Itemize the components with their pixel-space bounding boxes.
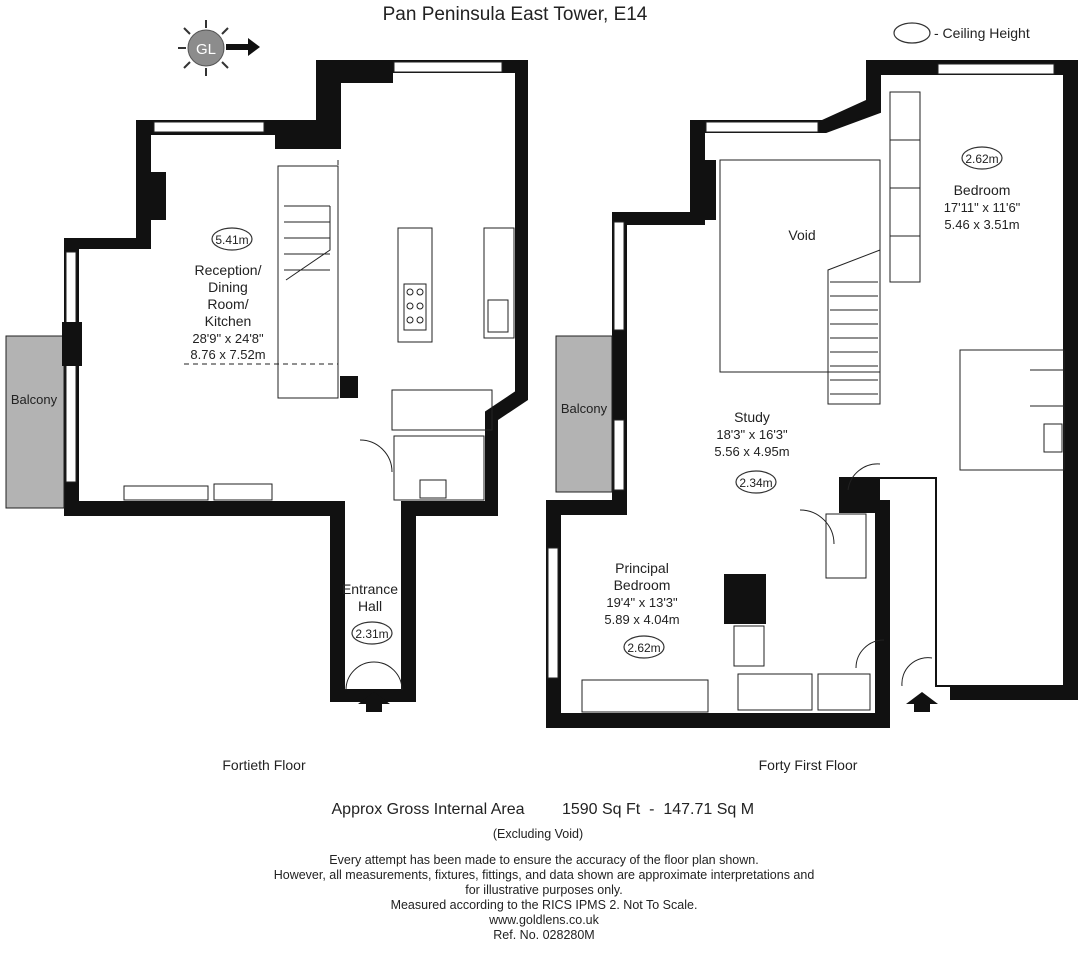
- ceiling-height-badge-entrance: [351, 621, 393, 645]
- ceiling-height-badge-bedroom: [961, 146, 1003, 170]
- reception-ceiling: 5.41m: [215, 233, 248, 247]
- disclaimer-line-3: for illustrative purposes only.: [465, 883, 623, 897]
- logo-text: GL: [196, 41, 216, 58]
- forty-first-floor-label: Forty First Floor: [759, 757, 858, 773]
- balcony-40-area: [5, 335, 65, 509]
- principal-bedroom-label-1: Principal: [615, 560, 669, 576]
- plan-title: Pan Peninsula East Tower, E14: [383, 4, 648, 25]
- bedroom-label: Bedroom: [954, 182, 1011, 198]
- reception-dims-imperial: 28'9" x 24'8": [192, 331, 264, 346]
- area-label: Approx Gross Internal Area: [332, 801, 525, 818]
- area-note: (Excluding Void): [493, 827, 583, 841]
- ceiling-height-legend: - Ceiling Height: [893, 22, 1030, 44]
- reception-label-1: Reception/: [195, 262, 262, 278]
- balcony-41-label: Balcony: [561, 401, 608, 416]
- compass-logo: GL: [178, 20, 260, 76]
- north-arrow-icon: [226, 38, 260, 56]
- disclaimer-line-2: However, all measurements, fixtures, fit…: [273, 868, 815, 882]
- sun-rays-icon: [178, 20, 229, 76]
- principal-bedroom-dims-metric: 5.89 x 4.04m: [604, 612, 679, 627]
- ceiling-height-badge-principal: [623, 635, 665, 659]
- legend-label: - Ceiling Height: [934, 25, 1030, 41]
- area-value: 1590 Sq Ft - 147.71 Sq M: [562, 801, 754, 818]
- entrance-hall-label-2: Hall: [358, 598, 382, 614]
- entrance-hall-label-1: Entrance: [342, 581, 398, 597]
- study-ceiling: 2.34m: [739, 476, 772, 490]
- forty-first-floor-plan: [546, 60, 1078, 728]
- balcony-40-label: Balcony: [11, 392, 58, 407]
- ceiling-height-badge-study: [735, 470, 777, 494]
- reception-label-4: Kitchen: [205, 313, 252, 329]
- reception-dims-metric: 8.76 x 7.52m: [190, 347, 265, 362]
- bedroom-ceiling: 2.62m: [965, 152, 998, 166]
- bedroom-dims-imperial: 17'11" x 11'6": [944, 200, 1021, 215]
- fortieth-floor-plan: [5, 60, 528, 712]
- study-dims-metric: 5.56 x 4.95m: [714, 444, 789, 459]
- study-dims-imperial: 18'3" x 16'3": [716, 427, 788, 442]
- principal-bedroom-label-2: Bedroom: [614, 577, 671, 593]
- bedroom-dims-metric: 5.46 x 3.51m: [944, 217, 1019, 232]
- entrance-arrow-41-icon: [906, 692, 938, 712]
- void-label: Void: [788, 227, 815, 243]
- entrance-arrow-40-icon: [358, 692, 390, 712]
- ceiling-height-badge-reception: [211, 227, 253, 251]
- disclaimer-website: www.goldlens.co.uk: [489, 913, 599, 927]
- disclaimer-reference: Ref. No. 028280M: [493, 928, 595, 942]
- disclaimer-line-1: Every attempt has been made to ensure th…: [329, 853, 759, 867]
- entrance-hall-ceiling: 2.31m: [355, 627, 388, 641]
- disclaimer-line-4: Measured according to the RICS IPMS 2. N…: [390, 898, 698, 912]
- balcony-41-area: [555, 335, 613, 493]
- principal-bedroom-ceiling: 2.62m: [627, 641, 660, 655]
- study-label: Study: [734, 409, 770, 425]
- reception-label-2: Dining: [208, 279, 248, 295]
- reception-label-3: Room/: [207, 296, 248, 312]
- principal-bedroom-dims-imperial: 19'4" x 13'3": [606, 595, 678, 610]
- fortieth-floor-label: Fortieth Floor: [222, 757, 306, 773]
- disclaimer: Every attempt has been made to ensure th…: [0, 853, 1088, 943]
- ceiling-height-ellipse-icon: [893, 22, 931, 44]
